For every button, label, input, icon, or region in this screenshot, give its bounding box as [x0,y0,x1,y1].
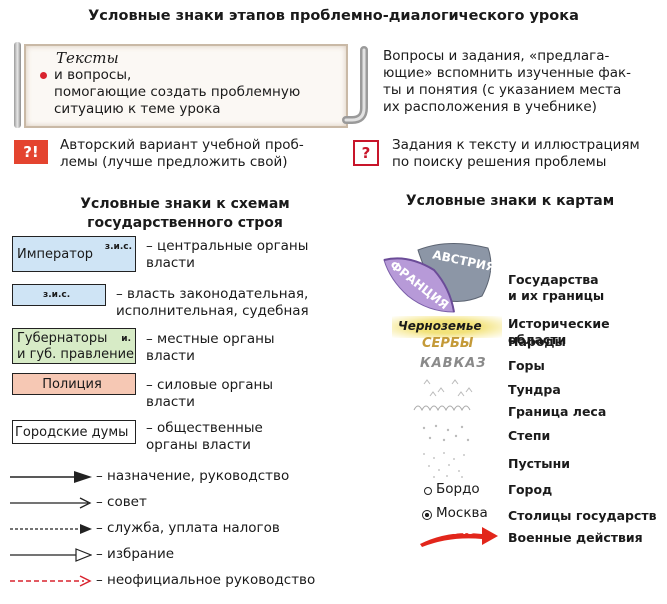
forest-label: Граница леса [508,404,607,419]
forest-border-icon [413,405,471,412]
scheme-2-line-1: – власть законодательная, [116,286,309,302]
question-icon: ? [353,140,379,166]
icon2-line-1: Задания к тексту и иллюстрациям [392,137,640,153]
capital-name: Москва [436,505,488,521]
arrow-election-icon [10,548,92,562]
steppe-icon [422,424,470,442]
scheme-heading-line-2: государственного строя [87,215,283,231]
branches-sup: з.и.с. [43,290,71,300]
duma-label: Городские думы [15,425,129,440]
scroll-line-1: и вопросы, [54,67,132,83]
people-symbol: СЕРБЫ [422,336,474,351]
desert-label: Пустыни [508,456,570,471]
arrow-service-icon [10,524,92,534]
arrow-legend-5: – неофициальное руководство [96,572,316,588]
scroll-rod-left [14,42,21,128]
hook-line-2: ющие» вспомнить изученные фак- [383,65,632,81]
scroll-line-2: помогающие создать проблемную [54,84,301,100]
arrow-legend-1: – назначение, руководство [96,468,290,484]
governors-label-1: Губернаторы [17,331,108,346]
scheme-3-line-1: – местные органы [146,331,275,347]
emperor-sup: з.и.с. [104,242,132,252]
icon1-line-2: лемы (лучше предложить свой) [60,154,288,170]
states-symbol [383,242,492,313]
capitals-label: Столицы государств [508,508,657,523]
map-heading: Условные знаки к картам [405,193,615,209]
problem-icon: ?! [14,140,48,164]
scheme-5-line-2: органы власти [146,437,251,453]
police-box: Полиция [12,373,136,395]
page-title: Условные знаки этапов проблемно-диалогич… [88,8,579,24]
icon2-line-2: по поиску решения проблемы [392,154,607,170]
scheme-heading-line-1: Условные знаки к схемам [80,196,290,212]
icon1-line-1: Авторский вариант учебной проб- [60,137,304,153]
arrow-appointment-icon [10,471,92,483]
emperor-box: Император з.и.с. [12,236,136,272]
scheme-5-line-1: – общественные [146,420,263,436]
regions-label: Исторические области [508,316,610,347]
hook-icon [342,46,368,124]
war-label: Военные действия [508,530,643,545]
scheme-4-line-2: власти [146,394,195,410]
city-label: Город [508,482,553,497]
mountains-symbol: КАВКАЗ [420,356,487,371]
scheme-4-line-1: – силовые органы [146,377,274,393]
scheme-1-line-1: – центральные органы [146,238,309,254]
war-arrow-icon [420,527,498,547]
steppe-label: Степи [508,428,551,443]
tundra-label: Тундра [508,382,561,397]
hook-line-3: ты и понятия (с указанием места [383,82,622,98]
states-label-1: Государства [508,272,599,287]
scroll-title: Тексты [56,49,119,67]
city-dot-icon [424,487,432,495]
peoples-label: Народы [508,334,566,349]
arrow-legend-4: – избрание [96,546,175,562]
mountains-label: Горы [508,358,545,373]
scheme-3-line-2: власти [146,348,195,364]
governors-box: Губернаторы и губ. правление и. [12,328,136,364]
arrow-advice-icon [10,497,92,509]
capital-dot-icon [422,510,432,520]
governors-sup: и. [121,334,131,344]
bullet-icon [40,72,47,79]
arrow-legend-3: – служба, уплата налогов [96,520,280,536]
tundra-icon [423,379,473,397]
duma-box: Городские думы [12,420,136,444]
desert-icon [423,452,465,478]
arrow-legend-2: – совет [96,494,147,510]
emperor-label: Император [17,247,94,262]
branches-box: з.и.с. [12,284,106,306]
police-label: Полиция [42,377,102,392]
hook-line-4: их расположения в учебнике) [383,99,597,115]
region-symbol [392,316,502,338]
states-label-2: и их границы [508,288,605,303]
scroll-line-3: ситуацию к теме урока [54,101,221,117]
war-year: 1945 [444,524,475,537]
city-name: Бордо [436,481,480,497]
governors-label-2: и губ. правление [17,347,135,362]
scheme-2-line-2: исполнительная, судебная [116,303,309,319]
scroll-box [24,44,348,128]
region-label: Черноземье [398,319,482,333]
scheme-1-line-2: власти [146,255,195,271]
scheme-heading: Условные знаки к схемам государственного… [40,195,330,233]
arrow-unofficial-icon [10,575,92,587]
hook-line-1: Вопросы и задания, «предлага- [383,48,610,64]
